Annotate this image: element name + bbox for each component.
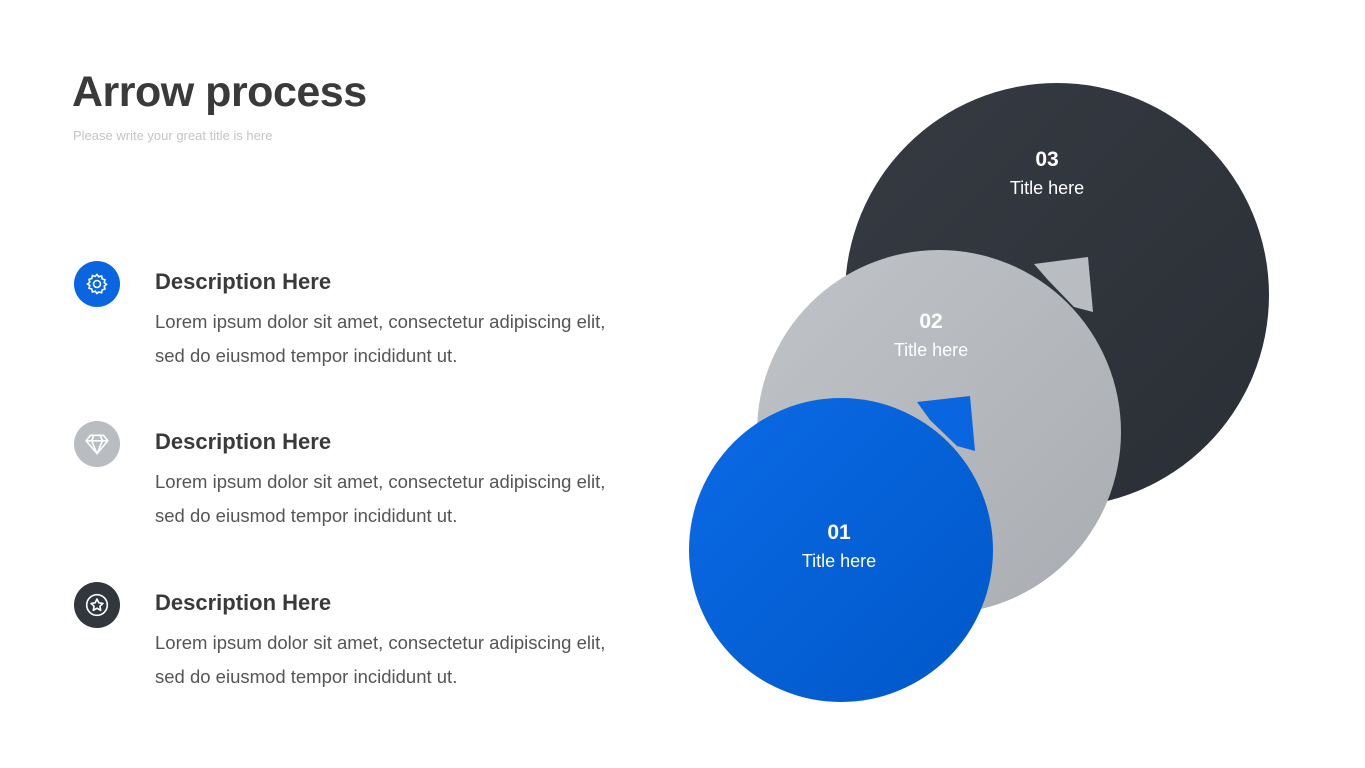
- step-3-label: 03 Title here: [947, 148, 1147, 199]
- step-1-label: 01 Title here: [739, 521, 939, 572]
- page-title: Arrow process: [72, 68, 367, 116]
- step-title: Title here: [801, 551, 877, 571]
- step-number: 03: [1035, 148, 1059, 171]
- description-text: Lorem ipsum dolor sit amet, consectetur …: [155, 632, 606, 687]
- diamond-icon: [74, 421, 120, 467]
- description-text: Lorem ipsum dolor sit amet, consectetur …: [155, 471, 606, 526]
- star-badge-icon: [74, 582, 120, 628]
- step-number: 01: [827, 521, 851, 544]
- page-subtitle: Please write your great title is here: [73, 128, 273, 143]
- step-1-shape: [689, 396, 993, 702]
- step-1-arrowhead: [917, 396, 975, 451]
- step-title: Title here: [1009, 178, 1085, 198]
- description-heading: Description Here: [155, 269, 332, 294]
- description-heading: Description Here: [155, 429, 332, 454]
- step-2-arrowhead: [1034, 257, 1093, 312]
- step-number: 02: [919, 310, 943, 333]
- step-title: Title here: [893, 340, 969, 360]
- gear-icon: [74, 261, 120, 307]
- description-heading: Description Here: [155, 590, 332, 615]
- step-2-label: 02 Title here: [831, 310, 1031, 361]
- description-text: Lorem ipsum dolor sit amet, consectetur …: [155, 311, 606, 366]
